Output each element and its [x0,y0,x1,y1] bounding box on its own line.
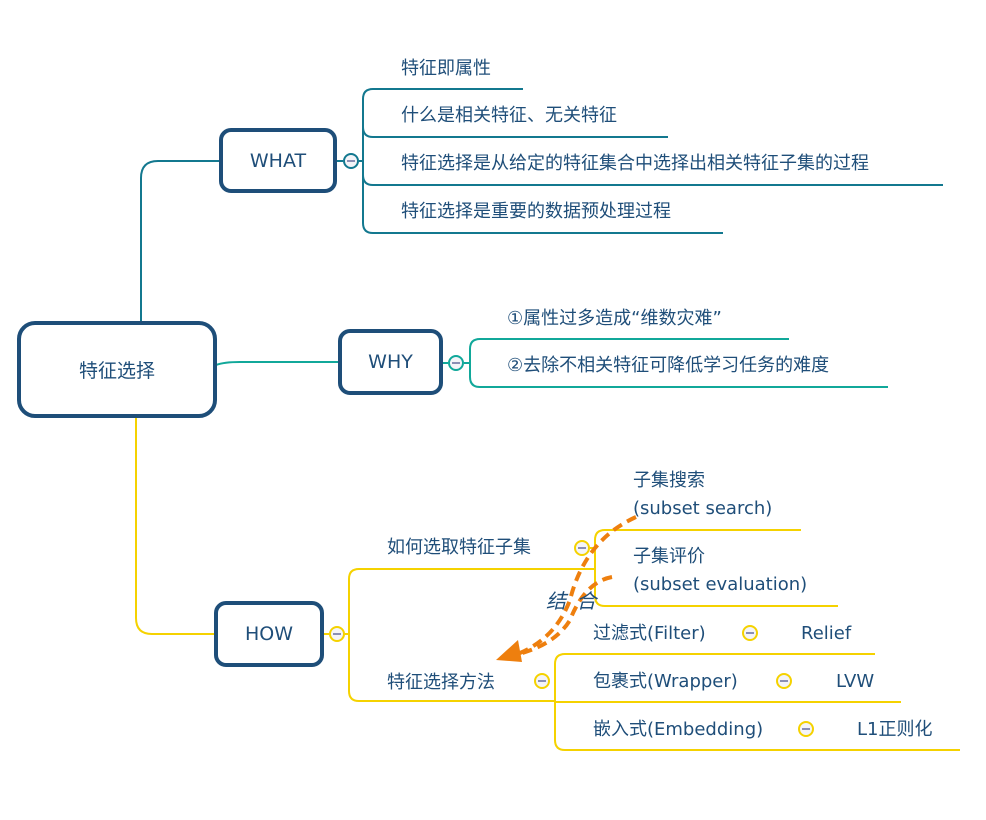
what-bracket-3 [362,175,723,234]
what-item-3[interactable]: 特征选择是从给定的特征集合中选择出相关特征子集的过程 [401,153,869,174]
method-wrapper[interactable]: 包裹式(Wrapper) [593,671,738,692]
method-wrapper-example[interactable]: LVW [836,671,875,692]
what-bracket-1 [362,88,668,138]
why-node-label: WHY [368,351,413,373]
how-bracket [348,568,595,702]
why-collapse-toggle[interactable] [448,355,464,371]
subset-collapse-toggle[interactable] [574,540,590,556]
collapse-minus-icon [802,728,810,730]
root-node[interactable]: 特征选择 [17,321,217,418]
subset-evaluation-title: 子集评价 [633,546,705,567]
relationship-arrowhead [496,640,522,662]
method-embedding-example[interactable]: L1正则化 [857,719,933,740]
methods-collapse-toggle[interactable] [534,673,550,689]
subset-search-title: 子集搜索 [633,470,705,491]
subset-evaluation-subtitle: (subset evaluation) [633,574,808,595]
method-filter-example[interactable]: Relief [801,623,852,644]
selection-methods-node[interactable]: 特征选择方法 [387,672,495,693]
method-filter[interactable]: 过滤式(Filter) [593,623,706,644]
how-collapse-toggle[interactable] [329,626,345,642]
what-item-4[interactable]: 特征选择是重要的数据预处理过程 [401,201,671,222]
how-node[interactable]: HOW [214,601,324,667]
why-item-1[interactable]: ①属性过多造成“维数灾难” [507,308,722,329]
what-item-1[interactable]: 特征即属性 [401,58,491,79]
collapse-minus-icon [538,680,546,682]
what-node[interactable]: WHAT [219,128,337,193]
relationship-curve-eval [514,575,613,657]
root-node-label: 特征选择 [78,360,155,382]
what-item-2[interactable]: 什么是相关特征、无关特征 [401,105,617,126]
subset-bracket [594,529,838,607]
how-node-label: HOW [244,623,294,645]
filter-collapse-toggle[interactable] [742,625,758,641]
subset-search-subtitle: (subset search) [633,498,773,519]
collapse-minus-icon [333,633,341,635]
embedding-collapse-toggle[interactable] [798,721,814,737]
why-node[interactable]: WHY [338,329,443,395]
why-item-2[interactable]: ②去除不相关特征可降低学习任务的难度 [507,355,830,376]
relationship-curve-search [514,515,637,657]
subset-selection-node[interactable]: 如何选取特征子集 [387,537,531,558]
wrapper-collapse-toggle[interactable] [776,673,792,689]
connector-root-why [215,361,340,366]
what-collapse-toggle[interactable] [343,153,359,169]
connector-root-how [135,418,216,635]
collapse-minus-icon [780,680,788,682]
what-node-label: WHAT [249,149,307,172]
relationship-label[interactable]: 结 合 [546,589,599,613]
collapse-minus-icon [452,362,460,364]
collapse-minus-icon [746,632,754,634]
connector-root-what [140,160,221,322]
method-embedding[interactable]: 嵌入式(Embedding) [593,719,764,740]
why-bracket [469,338,888,388]
collapse-minus-icon [347,160,355,162]
collapse-minus-icon [578,547,586,549]
